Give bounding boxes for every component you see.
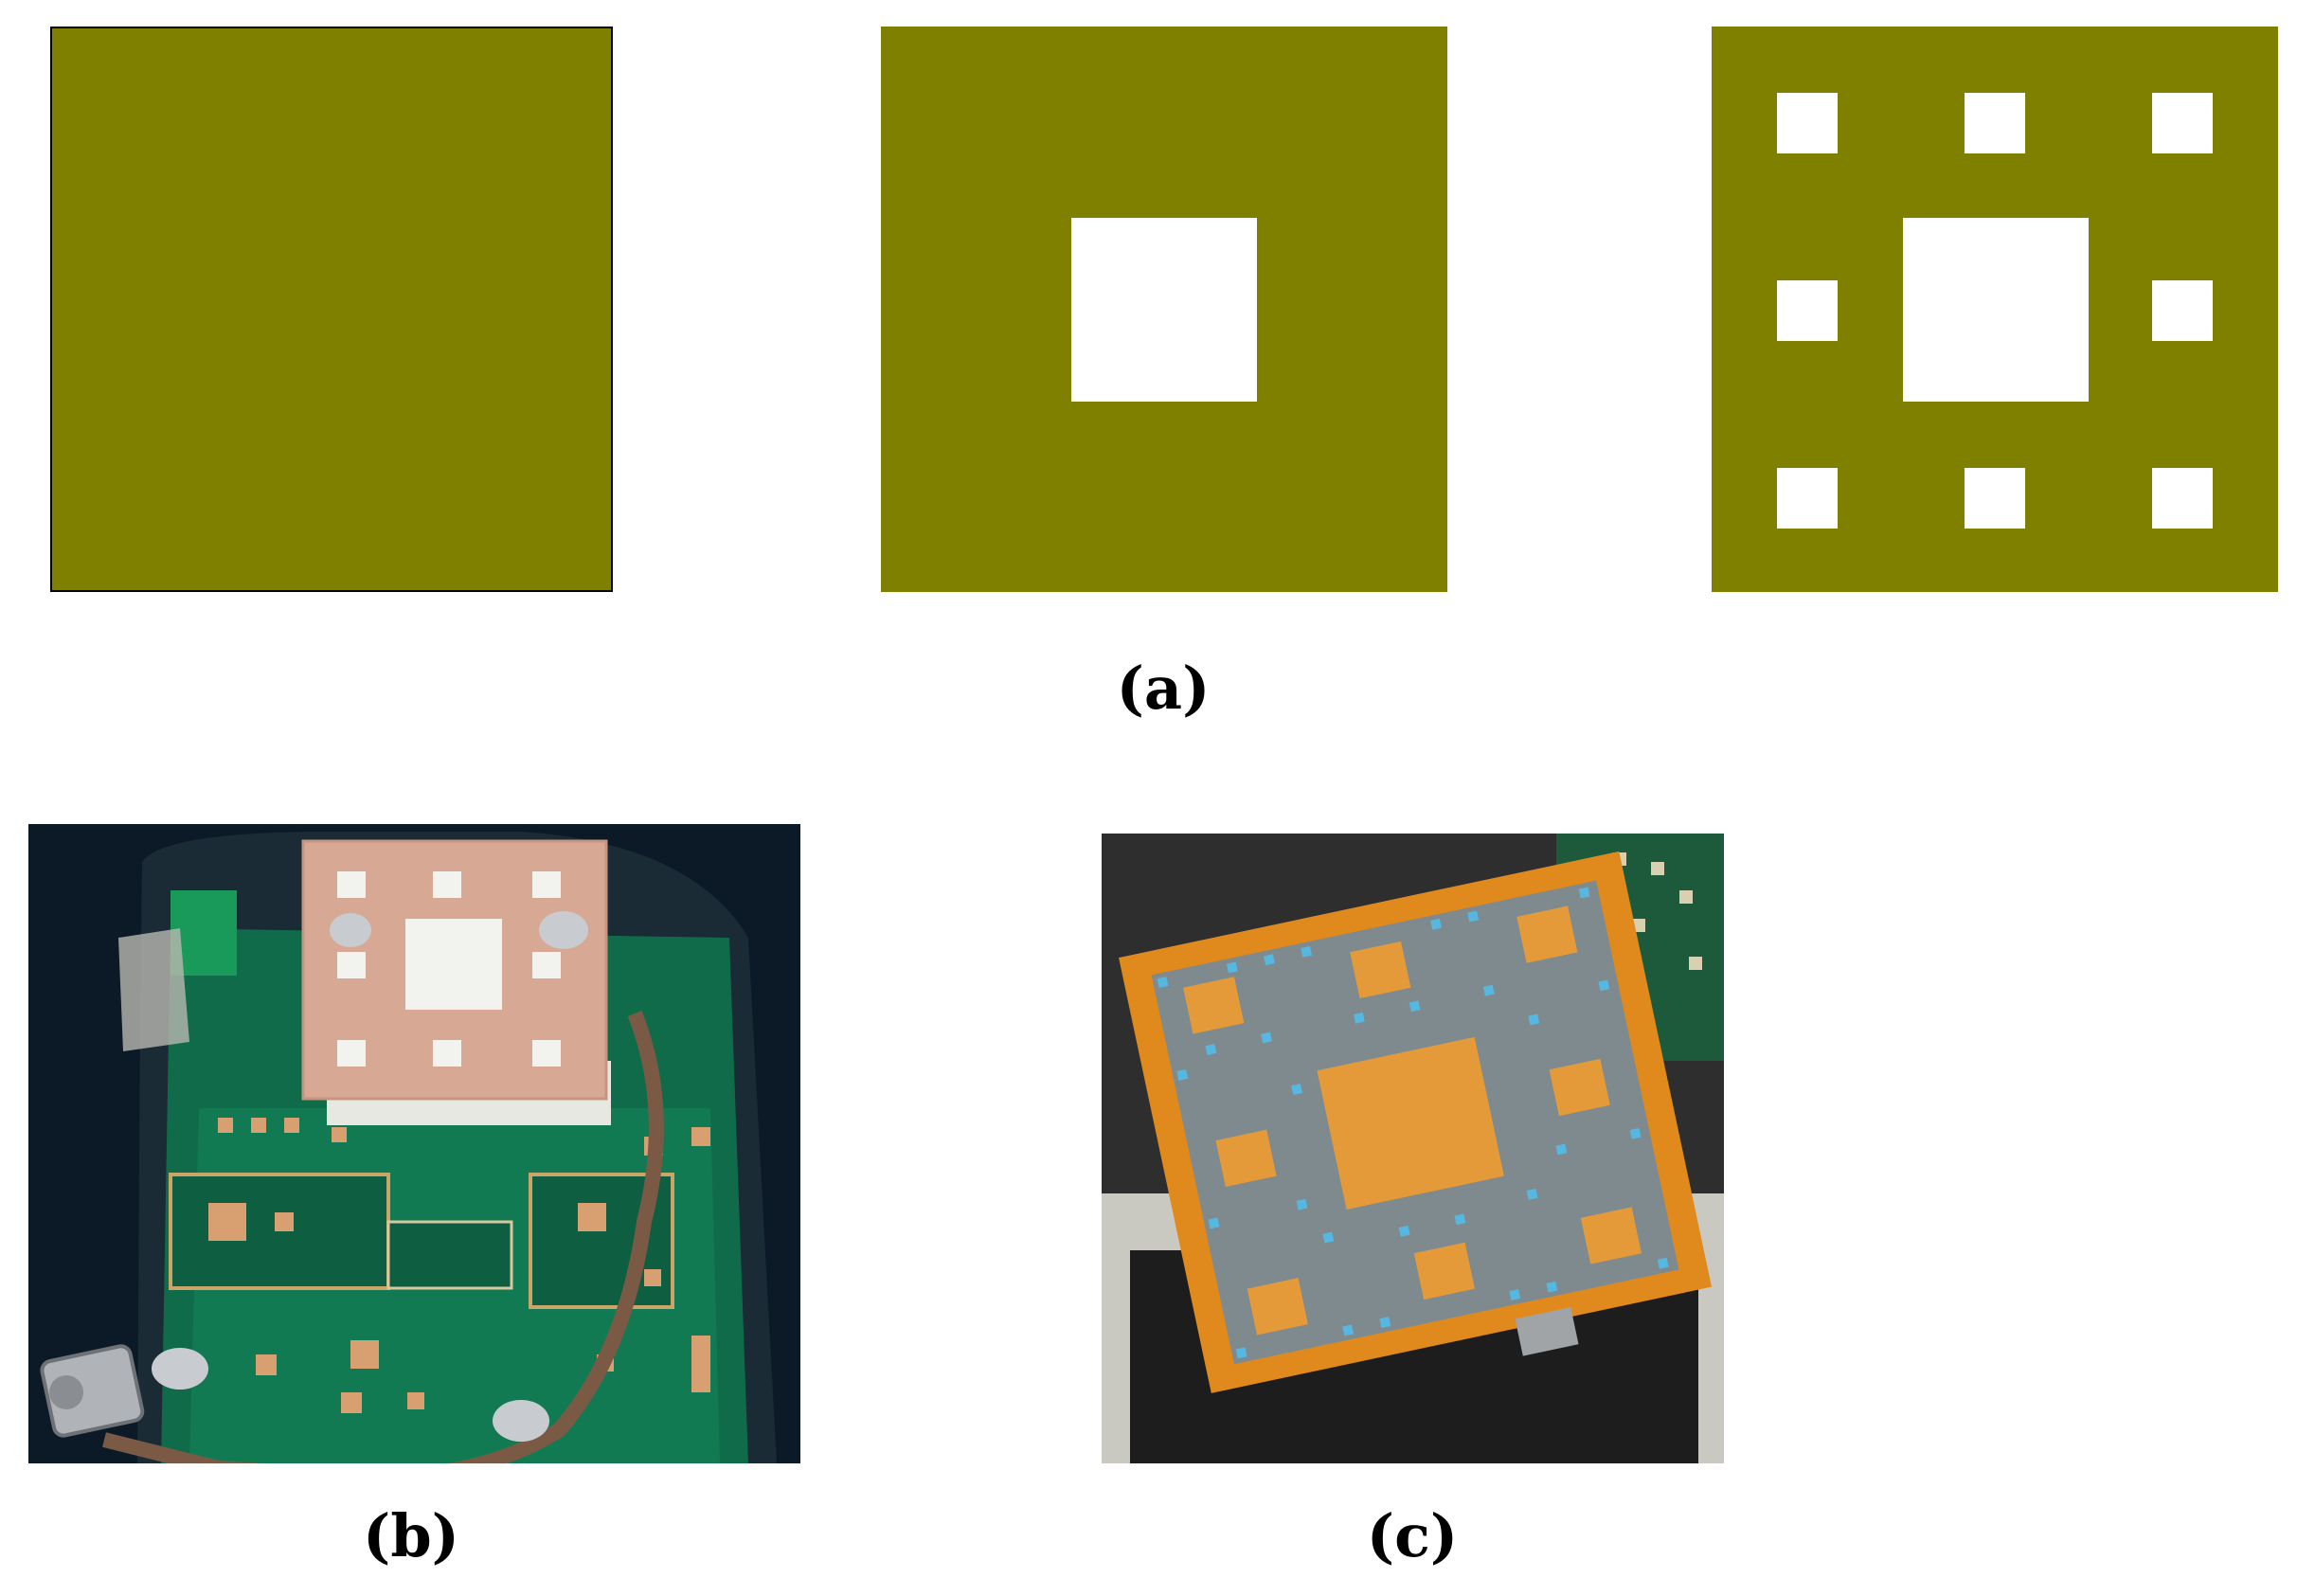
fractal-hole-center bbox=[1903, 218, 2089, 402]
caption-c: (c) bbox=[1366, 1501, 1459, 1570]
photo-c-illustration bbox=[1102, 834, 1724, 1463]
photo-b-pcb-antenna bbox=[28, 824, 800, 1463]
photo-b-illustration bbox=[28, 824, 800, 1463]
fractal-iteration-2 bbox=[1712, 27, 2278, 592]
fractal-hole-center bbox=[1071, 218, 1257, 402]
caption-b: (b) bbox=[362, 1501, 460, 1570]
fractal-iteration-1 bbox=[881, 27, 1447, 592]
fractal-iteration-0 bbox=[50, 27, 613, 592]
fractal-hole-small bbox=[2152, 93, 2213, 153]
fractal-hole-small bbox=[2152, 468, 2213, 529]
fractal-hole-small bbox=[1965, 93, 2025, 153]
fractal-hole-small bbox=[1777, 93, 1838, 153]
fractal-hole-small bbox=[2152, 280, 2213, 341]
fractal-hole-small bbox=[1777, 468, 1838, 529]
photo-c-fractal-antenna bbox=[1102, 834, 1724, 1463]
caption-a: (a) bbox=[1116, 654, 1211, 723]
fractal-hole-small bbox=[1965, 468, 2025, 529]
fractal-hole-small bbox=[1777, 280, 1838, 341]
